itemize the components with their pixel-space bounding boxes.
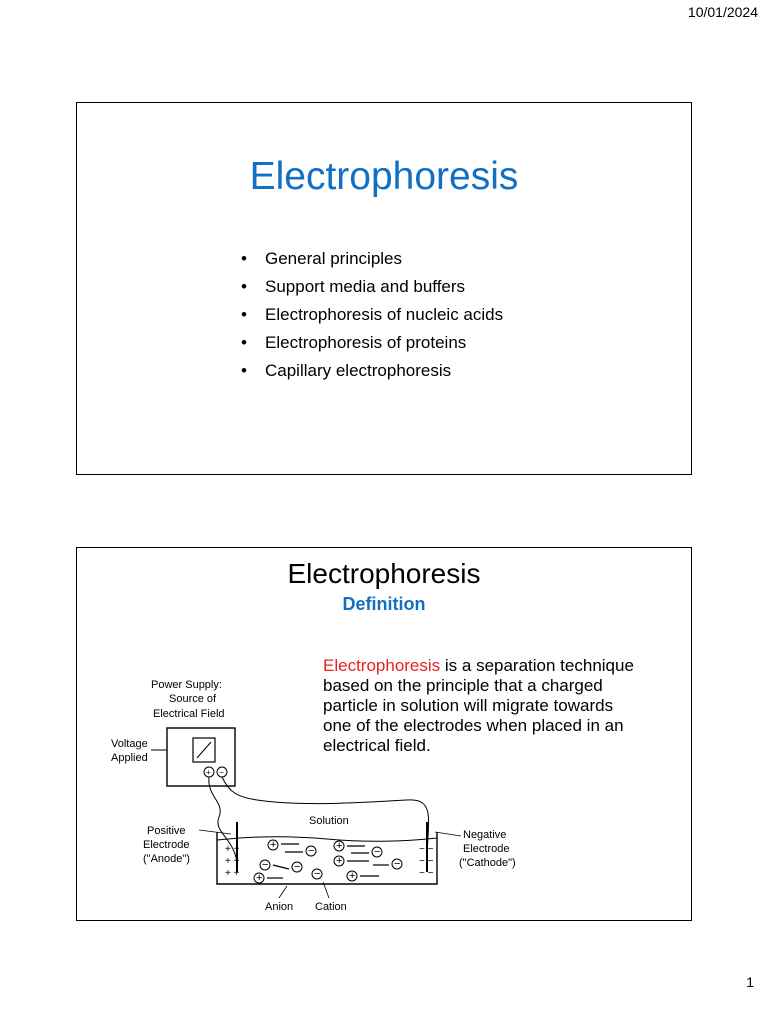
positive-electrode-label-3: ("Anode"): [143, 853, 190, 865]
list-item-label: Capillary electrophoresis: [265, 361, 452, 380]
cation-icon: [253, 872, 265, 884]
topic-list: • General principles • Support media and b…: [237, 245, 503, 385]
positive-electrode-label-2: Electrode: [143, 839, 189, 851]
solution-tank: [216, 832, 438, 885]
page-number: 1: [746, 974, 754, 990]
bullet-icon: •: [241, 333, 247, 352]
anode-charge-marks: + +: [225, 856, 240, 867]
voltage-label-2: Applied: [111, 752, 148, 764]
anion-label: Anion: [265, 901, 293, 913]
cation-pointer: [322, 881, 330, 899]
definition-body: is a separation technique based on the p…: [323, 656, 634, 755]
bullet-icon: •: [241, 361, 247, 380]
anion-pointer: [278, 885, 288, 899]
anode-wire: [208, 776, 238, 863]
power-supply-label-2: Source of: [169, 693, 217, 705]
anode-charge-marks: + +: [225, 868, 240, 879]
migration-arrow: [272, 864, 290, 870]
voltage-label-1: Voltage: [111, 738, 148, 750]
anion-icon: [259, 859, 271, 871]
slide-2: Electrophoresis Definition Electrophores…: [76, 547, 692, 921]
list-item-label: Electrophoresis of nucleic acids: [265, 305, 504, 324]
electrophoresis-diagram: Power Supply: Source of Electrical Field…: [111, 679, 516, 913]
anion-sign: −: [374, 846, 380, 858]
definition-text: Electrophoresis is a separation techniqu…: [323, 656, 643, 756]
cation-icon: [333, 840, 345, 852]
slide-1-title: Electrophoresis: [249, 155, 519, 198]
positive-electrode-label-1: Positive: [147, 825, 186, 837]
anion-sign: −: [394, 858, 400, 870]
slide-1: Electrophoresis • General principles • Sup…: [76, 102, 692, 475]
solution-surface: [216, 836, 438, 842]
negative-electrode-label-2: Electrode: [463, 843, 509, 855]
document-date: 10/01/2024: [687, 4, 758, 20]
list-item: • Electrophoresis of nucleic acids: [237, 301, 503, 329]
terminal-minus-sign: −: [219, 768, 224, 777]
cation-icon: [346, 870, 358, 882]
bullet-icon: •: [241, 249, 247, 268]
power-supply-label-1: Power Supply:: [151, 679, 222, 691]
cation-icon: [333, 855, 345, 867]
cation-sign: +: [349, 870, 355, 882]
list-item-label: General principles: [265, 249, 403, 268]
anion-sign: −: [262, 859, 268, 871]
anion-icon: [391, 858, 403, 870]
anode-charge-marks: + +: [225, 844, 240, 855]
bullet-icon: •: [241, 305, 247, 324]
anion-sign: −: [308, 845, 314, 857]
anion-icon: [291, 861, 303, 873]
cation-sign: +: [336, 840, 342, 852]
power-supply-label-3: Electrical Field: [153, 708, 225, 720]
anion-sign: −: [314, 868, 320, 880]
anion-icon: [311, 868, 323, 880]
cathode-charge-marks: − −: [419, 844, 434, 855]
cathode-wire: [221, 776, 430, 863]
slide-2-title: Electrophoresis: [287, 558, 481, 589]
solution-label: Solution: [309, 815, 349, 827]
cation-sign: +: [256, 872, 262, 884]
slide-2-subtitle: Definition: [342, 594, 426, 614]
anion-icon: [371, 846, 383, 858]
list-item: • Capillary electrophoresis: [237, 357, 503, 385]
cation-sign: +: [270, 839, 276, 851]
anion-sign: −: [294, 861, 300, 873]
cathode-charge-marks: − −: [419, 868, 434, 879]
list-item: • Electrophoresis of proteins: [237, 329, 503, 357]
list-item: • Support media and buffers: [237, 273, 503, 301]
negative-electrode-label-1: Negative: [463, 829, 506, 841]
cathode-pointer: [434, 831, 462, 837]
terminal-plus-sign: +: [206, 768, 211, 777]
list-item: • General principles: [237, 245, 503, 273]
bullet-icon: •: [241, 277, 247, 296]
cation-sign: +: [336, 855, 342, 867]
anode-pointer: [198, 829, 232, 835]
negative-electrode-label-3: ("Cathode"): [459, 857, 516, 869]
cathode-charge-marks: − −: [419, 856, 434, 867]
voltmeter-needle: [196, 741, 212, 759]
anion-icon: [305, 845, 317, 857]
cation-label: Cation: [315, 901, 347, 913]
cation-icon: [267, 839, 279, 851]
list-item-label: Electrophoresis of proteins: [265, 333, 467, 352]
list-item-label: Support media and buffers: [265, 277, 466, 296]
definition-term: Electrophoresis: [323, 656, 441, 675]
